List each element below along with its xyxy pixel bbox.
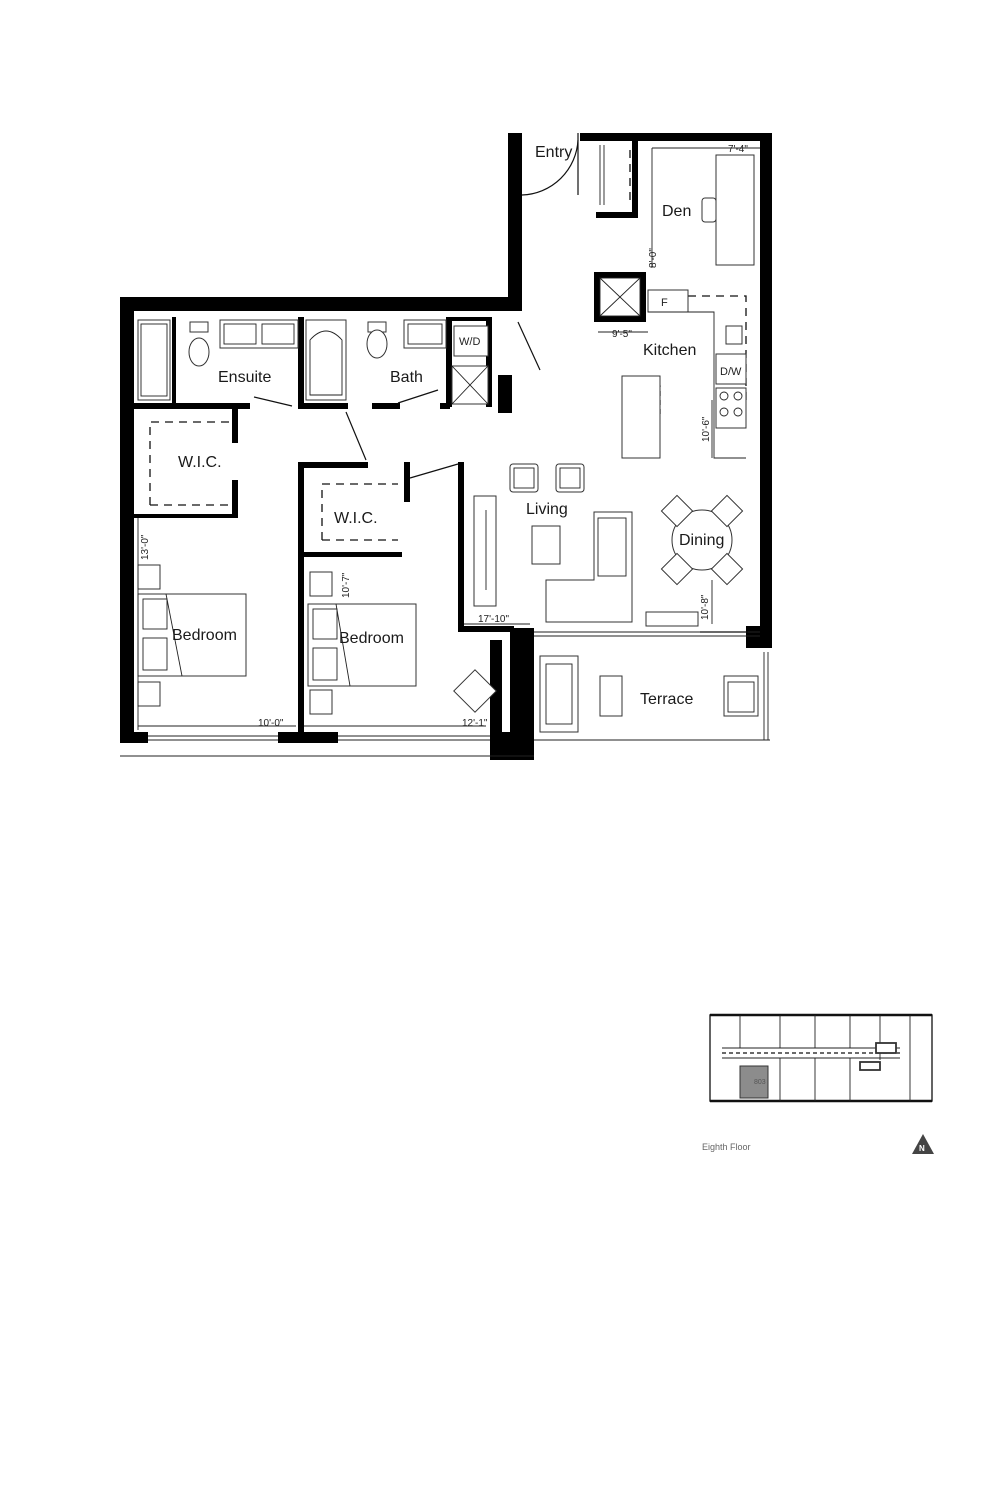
dimension-lines: [137, 147, 760, 730]
room-label-wic-1: W.I.C.: [178, 454, 222, 471]
exterior-walls: [120, 133, 772, 760]
key-plan-floor-label: Eighth Floor: [702, 1142, 751, 1152]
room-labels: Entry Den Ensuite Bath W/D Kitchen F D/W…: [172, 144, 742, 708]
dim-bedroom1-width: 10'-0": [258, 718, 284, 729]
north-arrow-label: N: [919, 1144, 925, 1153]
appliance-label-dishwasher: D/W: [720, 366, 742, 378]
room-label-ensuite: Ensuite: [218, 369, 271, 386]
room-label-entry: Entry: [535, 144, 572, 161]
room-label-bedroom-2: Bedroom: [339, 630, 404, 647]
room-label-wd: W/D: [459, 336, 480, 348]
highlighted-unit: [739, 1065, 769, 1099]
dim-kitchen-width: 9'-5": [612, 329, 632, 340]
appliance-label-fridge: F: [661, 297, 668, 309]
dim-den-width: 7'-4": [728, 144, 748, 155]
dim-living-width: 17'-10": [478, 614, 509, 625]
dim-bedroom2-width: 12'-1": [462, 718, 488, 729]
dim-kitchen-depth: 10'-6": [701, 416, 712, 442]
room-label-den: Den: [662, 203, 691, 220]
dim-bedroom2-depth: 10'-7": [341, 572, 352, 598]
room-label-living: Living: [526, 501, 568, 518]
key-plan-unit-tag: 803: [754, 1079, 766, 1086]
dim-living-depth: 10'-8": [700, 594, 711, 620]
room-label-wic-2: W.I.C.: [334, 510, 378, 527]
key-plan: 803 Eighth Floor N: [702, 1013, 934, 1154]
room-label-bath: Bath: [390, 369, 423, 386]
dimension-labels: 7'-4" 8'-0" 9'-5" 10'-6" 13'-0" 10'-0" 1…: [140, 144, 748, 729]
windows: [120, 631, 770, 757]
room-label-bedroom-1: Bedroom: [172, 627, 237, 644]
room-label-terrace: Terrace: [640, 691, 693, 708]
room-label-dining: Dining: [679, 532, 724, 549]
room-label-kitchen: Kitchen: [643, 342, 696, 359]
dim-bedroom1-depth: 13'-0": [140, 534, 151, 560]
doors: [253, 133, 748, 633]
fixtures: [137, 145, 759, 733]
dim-den-depth: 8'-0": [648, 248, 659, 268]
north-arrow-icon: [912, 1134, 934, 1154]
